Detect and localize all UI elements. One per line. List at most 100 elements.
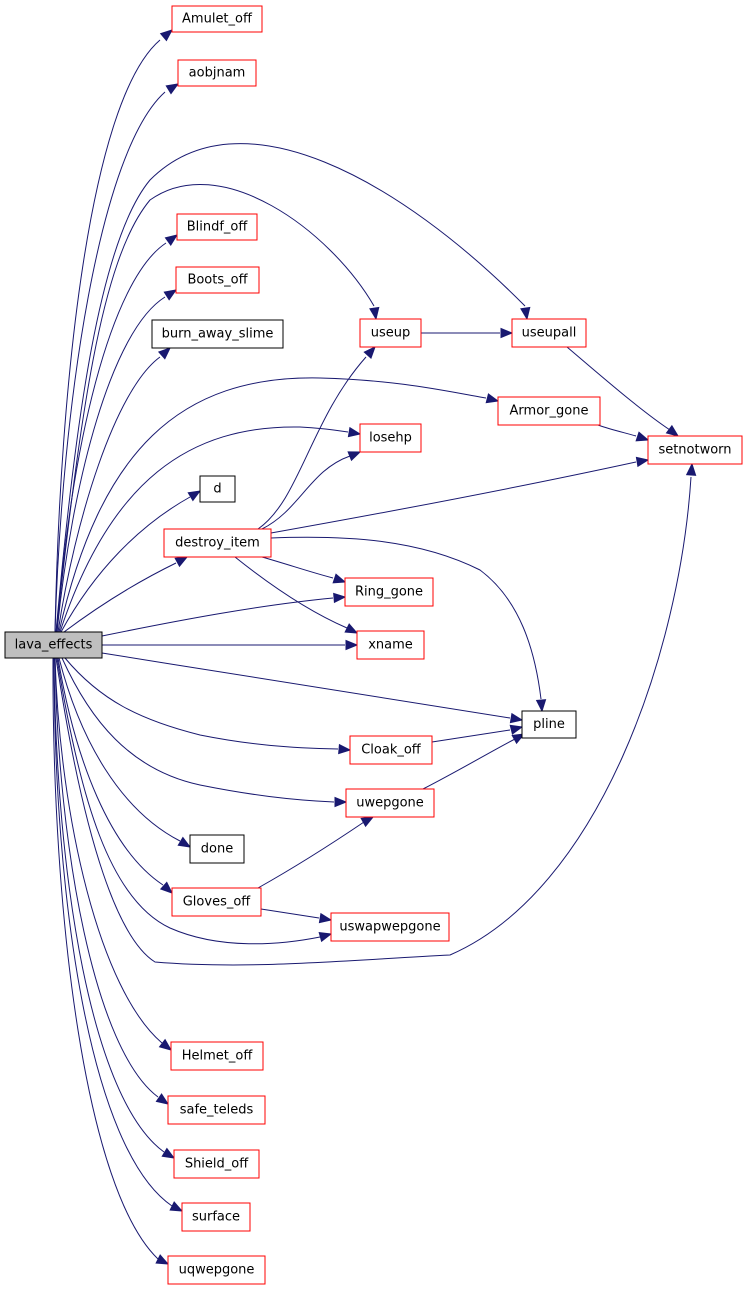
node-label: pline [533, 717, 565, 732]
edge-line [57, 657, 164, 886]
arrowhead-icon [635, 456, 650, 468]
node-box [344, 577, 434, 607]
edge-lava_effects-to-aobjnam [54, 83, 180, 633]
edge-line [53, 657, 165, 1153]
node-gloves-off[interactable]: Gloves_off [171, 887, 262, 917]
arrowhead-icon [165, 83, 180, 95]
node-label: useup [371, 326, 411, 341]
node-label: Amulet_off [182, 12, 253, 27]
node-box [177, 59, 257, 87]
node-shield-off[interactable]: Shield_off [173, 1149, 260, 1179]
edge-lava_effects-to-Boots_off [56, 289, 178, 633]
node-box [345, 788, 435, 818]
nodes-layer: lava_effectsAmulet_offaobjnamBlindf_offB… [4, 5, 743, 1285]
arrowhead-icon [511, 733, 526, 745]
edge-line [59, 426, 349, 633]
node-pline[interactable]: pline [521, 710, 577, 739]
node-uwepgone[interactable]: uwepgone [345, 788, 435, 818]
edge-line [54, 657, 159, 1098]
edge-line [54, 657, 163, 1044]
node-label: done [201, 842, 233, 857]
edge-lava_effects-to-uwepgone [61, 657, 348, 808]
node-useupall[interactable]: useupall [511, 318, 587, 348]
edge-lava_effects-to-Gloves_off [57, 657, 173, 894]
edge-line [257, 356, 367, 530]
edge-lava_effects-to-safe_teleds [54, 657, 170, 1105]
edge-uwepgone-to-pline [422, 733, 526, 790]
edge-Gloves_off-to-uswapwepgone [260, 908, 333, 924]
edge-line [52, 657, 159, 1260]
edge-Gloves_off-to-uwepgone [257, 816, 375, 889]
node-burn-away-slime[interactable]: burn_away_slime [151, 319, 284, 349]
edge-line [58, 377, 487, 633]
node-box [173, 1149, 260, 1179]
arrowhead-icon [347, 426, 362, 438]
node-surface[interactable]: surface [181, 1202, 251, 1232]
arrowhead-icon [163, 289, 178, 301]
arrowhead-icon [169, 1201, 184, 1212]
node-xname[interactable]: xname [356, 630, 425, 660]
node-label: Boots_off [187, 273, 248, 288]
node-boots-off[interactable]: Boots_off [175, 266, 260, 294]
node-label: Ring_gone [355, 585, 423, 600]
node-label: losehp [369, 431, 412, 446]
node-setnotworn[interactable]: setnotworn [647, 435, 743, 465]
arrowhead-icon [665, 424, 680, 437]
edge-line [61, 657, 335, 803]
node-label: Gloves_off [183, 895, 252, 910]
edge-destroy_item-to-setnotworn [270, 456, 650, 534]
arrowhead-icon [161, 1147, 176, 1159]
node-ring-gone[interactable]: Ring_gone [344, 577, 434, 607]
arrowhead-icon [338, 743, 352, 755]
arrowhead-icon [369, 306, 380, 321]
arrowhead-icon [685, 462, 697, 476]
edge-line [101, 597, 334, 637]
node-losehp[interactable]: losehp [359, 423, 422, 453]
node-uqwepgone[interactable]: uqwepgone [167, 1255, 266, 1285]
edge-lava_effects-to-Helmet_off [54, 657, 173, 1051]
edge-line [566, 346, 671, 431]
node-box [170, 1041, 264, 1071]
node-box [171, 5, 263, 33]
edge-lava_effects-to-done [58, 657, 192, 848]
arrowhead-icon [509, 724, 524, 735]
arrowhead-icon [347, 451, 362, 462]
edge-line [431, 729, 511, 743]
edge-line [55, 476, 692, 966]
node-box [176, 213, 258, 241]
edge-line [261, 556, 334, 579]
edge-lava_effects-to-destroy_item [63, 556, 189, 633]
arrowhead-icon [520, 306, 531, 321]
node-destroy-item[interactable]: destroy_item [163, 528, 272, 558]
node-uswapwepgone[interactable]: uswapwepgone [330, 912, 450, 942]
arrowhead-icon [155, 1254, 170, 1265]
edge-line [270, 461, 637, 534]
node-helmet-off[interactable]: Helmet_off [170, 1041, 264, 1071]
node-label: Armor_gone [510, 404, 589, 419]
edge-destroy_item-to-losehp [261, 451, 362, 530]
node-d[interactable]: d [199, 475, 236, 503]
node-blindf-off[interactable]: Blindf_off [176, 213, 258, 241]
node-useup[interactable]: useup [359, 318, 422, 348]
node-label: burn_away_slime [162, 327, 274, 342]
arrowhead-icon [159, 29, 174, 42]
arrowhead-icon [155, 1093, 170, 1105]
edge-lava_effects-to-Cloak_off [64, 657, 352, 755]
edge-line [55, 183, 375, 633]
node-label: uqwepgone [179, 1263, 255, 1278]
arrowhead-icon [187, 490, 202, 502]
node-amulet-off[interactable]: Amulet_off [171, 5, 263, 33]
node-cloak-off[interactable]: Cloak_off [349, 735, 433, 765]
edge-destroy_item-to-pline [270, 536, 547, 713]
node-safe-teleds[interactable]: safe_teleds [167, 1095, 266, 1125]
edge-line [60, 496, 191, 633]
node-aobjnam[interactable]: aobjnam [177, 59, 257, 87]
arrowhead-icon [635, 431, 650, 442]
node-done[interactable]: done [189, 834, 245, 864]
node-armor-gone[interactable]: Armor_gone [497, 396, 601, 426]
node-box [497, 396, 601, 426]
node-box [171, 887, 262, 917]
node-label: d [213, 482, 221, 497]
node-box [330, 912, 450, 942]
